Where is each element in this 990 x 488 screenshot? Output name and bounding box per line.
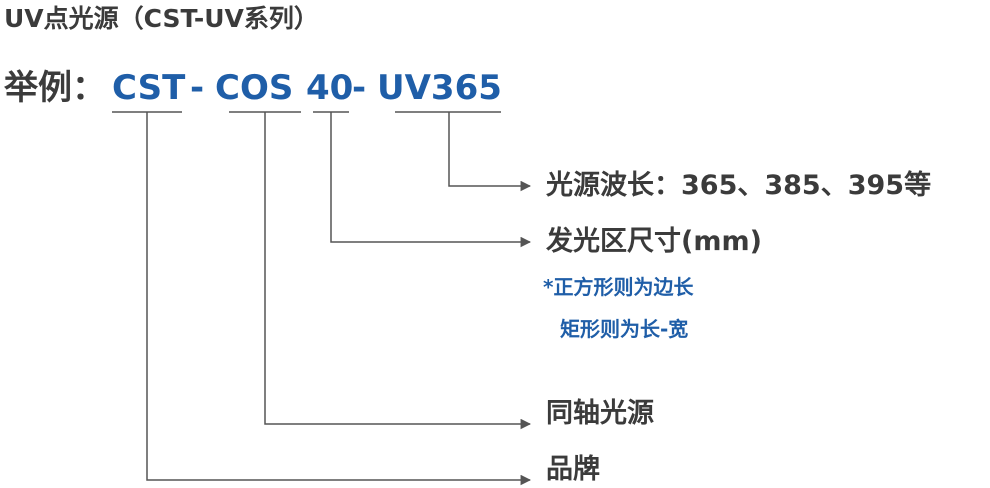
size-note-square: *正方形则为边长	[543, 275, 694, 299]
size-note-rectangle: 矩形则为长-宽	[560, 317, 689, 341]
code-size: 40	[306, 68, 354, 108]
desc-size: 发光区尺寸(mm)	[546, 226, 762, 257]
desc-brand: 品牌	[546, 454, 600, 485]
connector-size	[330, 112, 532, 248]
code-separator-1: -	[190, 68, 205, 108]
code-wavelength: UV365	[377, 68, 502, 108]
connector-series	[264, 112, 532, 430]
desc-wavelength: 光源波长：365、385、395等	[546, 170, 932, 201]
example-label: 举例：	[4, 68, 106, 108]
desc-series: 同轴光源	[546, 398, 654, 429]
code-series: COS	[215, 68, 294, 108]
page-title: UV点光源（CST-UV系列）	[4, 4, 319, 33]
code-brand: CST	[112, 68, 186, 108]
code-separator-2: -	[352, 68, 367, 108]
connector-wavelength	[448, 112, 532, 192]
connector-brand	[146, 112, 532, 486]
